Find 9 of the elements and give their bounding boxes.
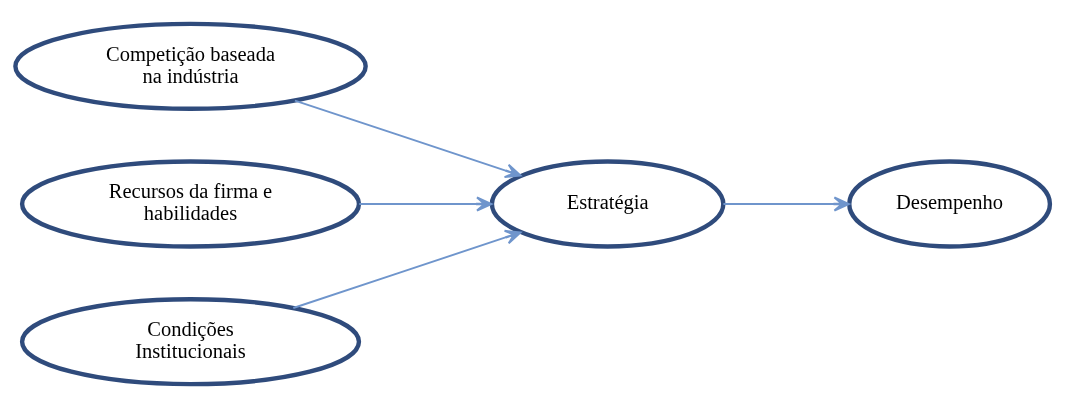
arrow	[722, 196, 851, 212]
node-ellipse: Recursos da firma e habilidades	[19, 159, 362, 249]
arrow	[358, 196, 493, 212]
node-ellipse: Condições Institucionais	[19, 297, 362, 387]
node-ellipse: Competição baseada na indústria	[13, 21, 368, 111]
node-ellipse: Estratégia	[489, 159, 726, 249]
arrow	[292, 229, 522, 309]
arrow	[293, 99, 522, 179]
node-ellipse: Desempenho	[847, 159, 1053, 249]
